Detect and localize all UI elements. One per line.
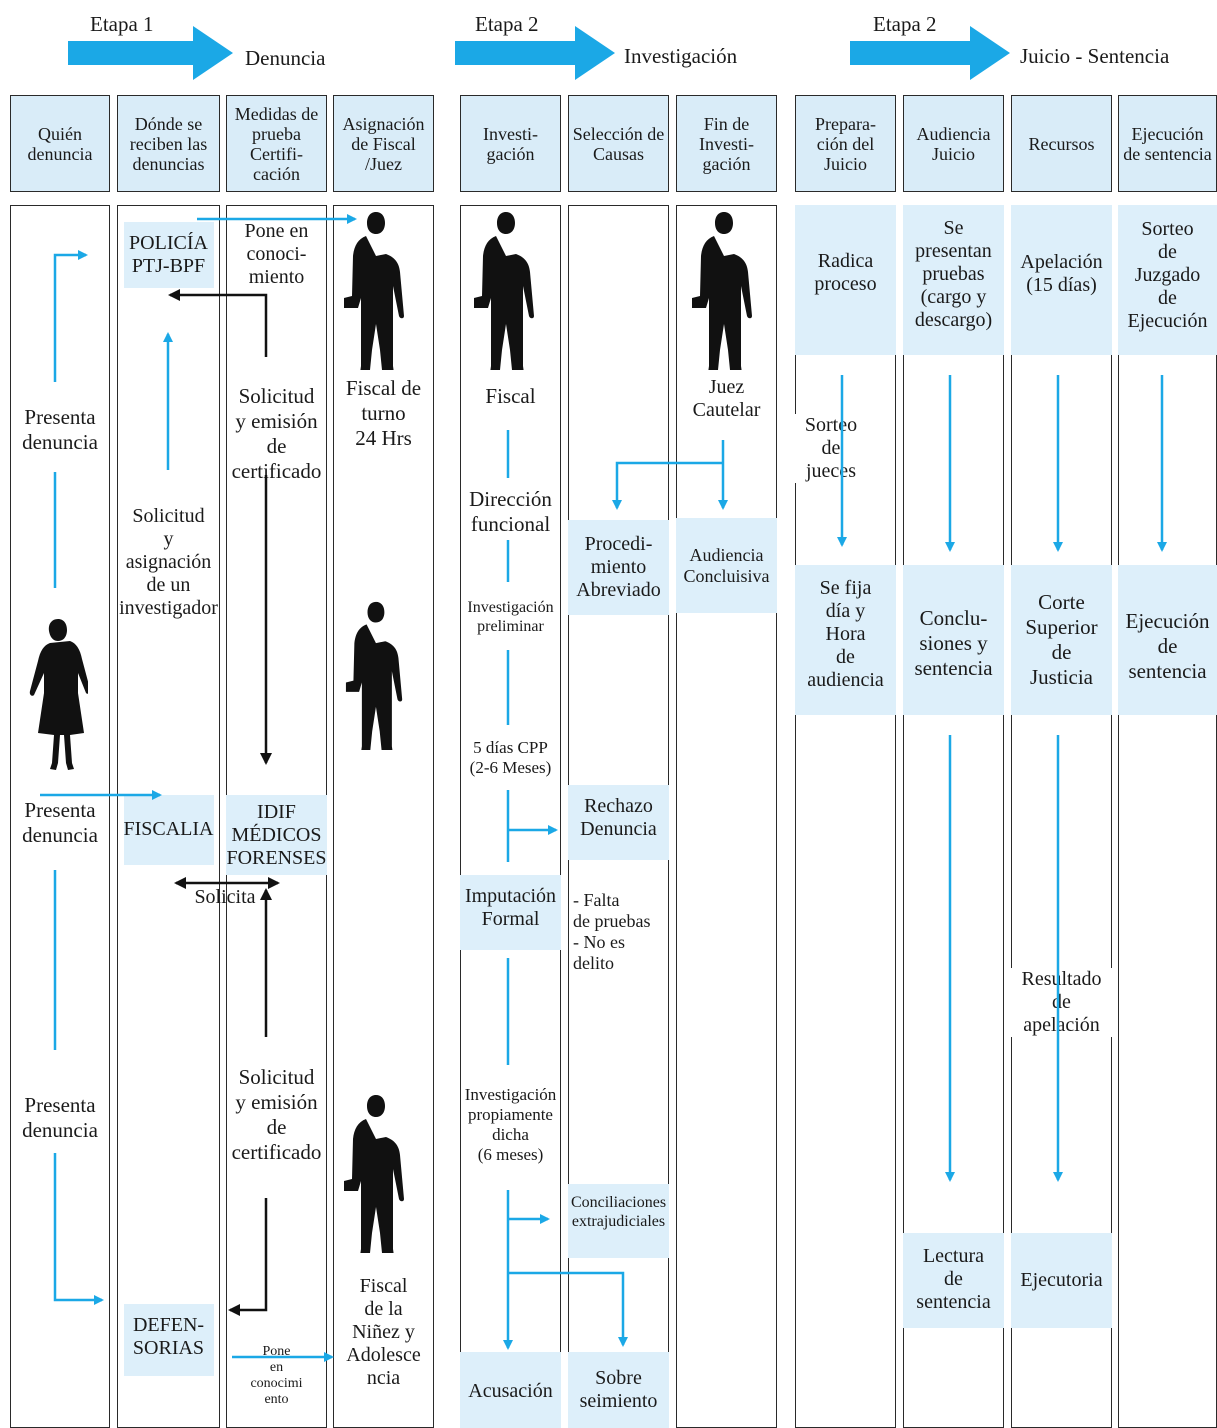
text-radica-proceso: Radica proceso: [814, 250, 877, 295]
text-resultado-apelacion: Resultado de apelación: [1011, 968, 1112, 1037]
text-ejecucion-sentencia: Ejecución de sentencia: [1125, 609, 1210, 683]
box-ejecutoria: [1011, 1233, 1112, 1328]
text-procedimiento-abreviado: Procedi- miento Abreviado: [576, 533, 661, 601]
text-corte-superior: Corte Superior de Justicia: [1025, 590, 1098, 689]
text-apelacion: Apelación (15 días): [1020, 251, 1103, 296]
header-investigacion: Investi- gación: [460, 95, 561, 192]
box-fiscalia: [124, 795, 214, 865]
text-investigacion-propiamente: Investigación propiamente dicha (6 meses…: [464, 1085, 557, 1164]
box-sobreseimiento: [568, 1352, 669, 1428]
stage-2-arrow: [455, 26, 615, 80]
box-apelacion: [1011, 205, 1112, 355]
text-se-presentan-pruebas: Se presentan pruebas (cargo y descargo): [914, 217, 993, 331]
text-pone-conocimiento-1: Pone en conoci- miento: [244, 220, 309, 288]
fiscal-silhouette-icon: [345, 601, 403, 750]
box-conciliaciones: [568, 1184, 669, 1258]
text-cinco-dias: 5 días CPP (2-6 Meses): [469, 738, 552, 777]
header-seleccion-causas: Selección de Causas: [568, 95, 669, 192]
text-conclusiones-sentencia: Conclu- siones y sentencia: [914, 606, 993, 680]
text-idif: IDIF MÉDICOS FORENSES: [226, 801, 327, 869]
text-imputacion-formal: Imputación Formal: [464, 885, 557, 930]
judge-silhouette-icon: [692, 212, 752, 370]
text-solicitud-certificado-1: Solicitud y emisión de certificado: [231, 384, 322, 483]
text-lectura-sentencia: Lectura de sentencia: [916, 1245, 991, 1313]
header-preparacion-juicio: Prepara- ción del Juicio: [795, 95, 896, 192]
box-rechazo: [568, 785, 669, 860]
box-imputacion: [460, 875, 561, 950]
column-preparacion-juicio: [795, 205, 896, 1428]
text-sorteo-jueces: Sorteo de jueces: [795, 414, 867, 483]
box-ejecucion: [1118, 565, 1217, 715]
fiscal-silhouette-icon: [474, 212, 534, 370]
header-recursos: Recursos: [1011, 95, 1112, 192]
text-pone-conocimiento-2: Pone en conocimi ento: [250, 1344, 303, 1407]
woman-silhouette-icon: [29, 619, 88, 770]
stage-2-label: Etapa 2: [475, 12, 539, 36]
box-defensorias: [124, 1304, 214, 1376]
header-fin-investigacion: Fin de Investi- gación: [676, 95, 777, 192]
box-sorteo-juzgado: [1118, 205, 1217, 355]
stage-1-arrow: [68, 26, 233, 80]
box-lectura: [903, 1233, 1004, 1328]
stage-1-label: Etapa 1: [90, 12, 154, 36]
box-se-presentan: [903, 205, 1004, 355]
box-radica: [795, 205, 896, 355]
stage-2-title: Investigación: [624, 44, 738, 68]
text-presenta-denuncia-2: Presenta denuncia: [22, 798, 98, 847]
text-juez-cautelar: Juez Cautelar: [692, 376, 761, 421]
text-investigacion-preliminar: Investigación preliminar: [467, 599, 554, 635]
text-acusacion: Acusación: [468, 1380, 553, 1402]
text-presenta-denuncia-1: Presenta denuncia: [22, 405, 98, 454]
text-fiscal-ninez: Fiscal de la Niñez y Adolesce ncia: [346, 1275, 421, 1389]
text-se-fija-dia: Se fija día y Hora de audiencia: [807, 577, 884, 691]
fiscal-silhouette-icon: [344, 1095, 404, 1253]
header-quien-denuncia: Quién denuncia: [10, 95, 110, 192]
text-conciliaciones: Conciliaciones extrajudiciales: [570, 1194, 667, 1230]
box-corte: [1011, 565, 1112, 715]
header-asignacion-fiscal: Asignación de Fiscal /Juez: [333, 95, 434, 192]
column-ejecucion-sentencia: [1118, 205, 1217, 1428]
stage-3-label: Etapa 2: [873, 12, 937, 36]
text-falta-pruebas: - Falta de pruebas - No es delito: [573, 890, 651, 973]
text-solicitud-investigador: Solicitud y asignación de un investigado…: [119, 505, 218, 619]
text-ejecutoria: Ejecutoria: [1020, 1269, 1103, 1291]
stage-3-arrow: [850, 26, 1010, 80]
box-idif: [226, 795, 327, 875]
header-ejecucion-sentencia: Ejecución de sentencia: [1118, 95, 1217, 192]
text-sorteo-juzgado: Sorteo de Juzgado de Ejecución: [1127, 218, 1208, 332]
text-presenta-denuncia-3: Presenta denuncia: [22, 1093, 98, 1142]
box-audiencia-conclusiva: [676, 518, 777, 613]
text-solicitud-certificado-2: Solicitud y emisión de certificado: [231, 1065, 322, 1164]
text-rechazo-denuncia: Rechazo Denuncia: [580, 795, 657, 840]
text-sobreseimiento: Sobre seimiento: [579, 1367, 658, 1412]
fiscal-silhouette-icon: [344, 212, 404, 370]
stage-1-title: Denuncia: [245, 46, 326, 70]
text-direccion-funcional: Dirección funcional: [469, 487, 552, 536]
header-audiencia-juicio: Audiencia Juicio: [903, 95, 1004, 192]
box-conclusiones: [903, 565, 1004, 715]
box-procedimiento: [568, 520, 669, 615]
box-acusacion: [460, 1352, 561, 1428]
box-se-fija: [795, 565, 896, 715]
text-defensorias: DEFEN- SORIAS: [132, 1314, 205, 1359]
box-policia: [124, 222, 214, 288]
text-fiscal: Fiscal: [485, 384, 536, 408]
text-policia: POLICÍA PTJ-BPF: [129, 232, 208, 277]
header-donde-se-reciben: Dónde se reciben las denuncias: [117, 95, 220, 192]
text-fiscalia: FISCALIA: [123, 818, 214, 840]
text-solicita: Solicita: [194, 886, 256, 908]
stage-3-title: Juicio - Sentencia: [1020, 44, 1170, 68]
text-fiscal-turno: Fiscal de turno 24 Hrs: [345, 376, 422, 450]
header-medidas-prueba: Medidas de prueba Certifi- cación: [226, 95, 327, 192]
text-audiencia-conclusiva: Audiencia Concluisiva: [683, 545, 770, 586]
